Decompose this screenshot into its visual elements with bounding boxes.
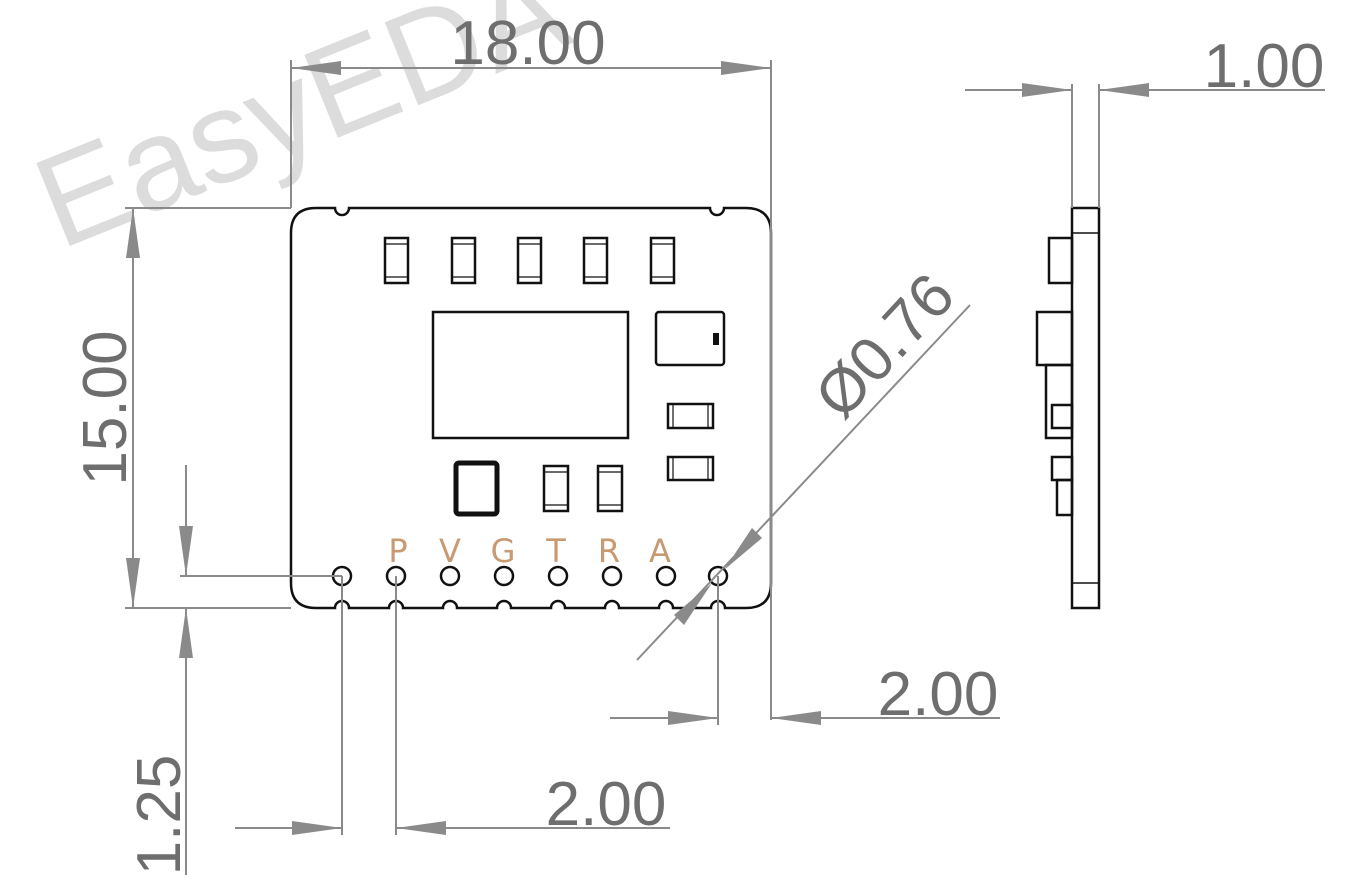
dim-pitch-label: 2.00 xyxy=(546,770,667,839)
dim-width-label: 18.00 xyxy=(450,9,605,78)
pin-hole xyxy=(547,565,569,587)
capacitor xyxy=(649,236,676,285)
pin-hole xyxy=(601,565,623,587)
side-board xyxy=(1070,206,1101,610)
crystal xyxy=(654,310,726,367)
dim-hole-diameter-label: Ø0.76 xyxy=(802,261,968,432)
pin-hole xyxy=(655,565,677,587)
diode xyxy=(542,464,570,513)
board-side-view xyxy=(1035,206,1101,610)
pin-hole xyxy=(439,565,461,587)
board-outline xyxy=(289,206,773,610)
dimension-hole-diameter: Ø0.76 xyxy=(636,261,971,661)
dimension-edge-offset: 1.25 xyxy=(125,465,342,875)
main-ic xyxy=(431,310,630,440)
pad-label-g: G xyxy=(491,532,516,570)
pad-label-t: T xyxy=(545,532,566,570)
capacitor-row xyxy=(383,236,676,285)
resistor xyxy=(666,455,715,482)
pad-label-p: P xyxy=(388,532,407,570)
dim-thickness-label: 1.00 xyxy=(1204,32,1325,101)
dimension-right-offset: 2.00 xyxy=(610,576,1000,729)
inductor xyxy=(453,460,500,517)
diode xyxy=(596,464,624,513)
dimension-width: 18.00 xyxy=(290,9,772,720)
capacitor xyxy=(516,236,543,285)
dimension-height: 15.00 xyxy=(71,207,291,609)
capacitor xyxy=(450,236,477,285)
pad-label-v: V xyxy=(439,532,461,570)
resistor xyxy=(666,402,715,430)
dim-height-label: 15.00 xyxy=(71,330,140,485)
capacitor xyxy=(582,236,609,285)
pin-hole xyxy=(493,565,515,587)
dimension-thickness: 1.00 xyxy=(965,32,1325,208)
dimension-pitch: 2.00 xyxy=(235,576,670,839)
capacitor xyxy=(383,236,410,285)
crystal-marker xyxy=(713,333,719,345)
pad-label-r: R xyxy=(598,532,620,570)
dim-edge-offset-label: 1.25 xyxy=(125,755,194,875)
board-top-view: P V G T R A xyxy=(289,206,773,610)
dim-right-offset-label: 2.00 xyxy=(878,660,999,729)
pad-label-a: A xyxy=(649,532,671,570)
